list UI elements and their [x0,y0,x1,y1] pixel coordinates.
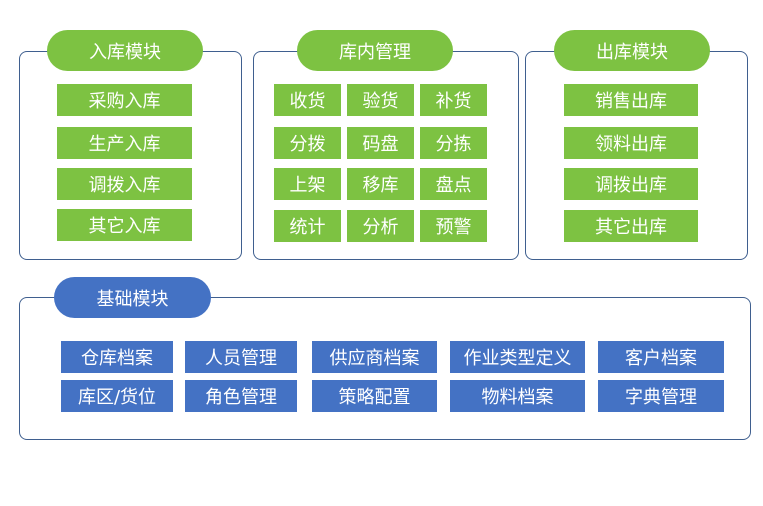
outbound-item-sales: 销售出库 [564,84,698,116]
basic-item-material-archive: 物料档案 [450,380,585,412]
warehouse-item-sort: 分拣 [420,127,487,159]
warehouse-item-statistics: 统计 [274,210,341,242]
warehouse-item-palletize: 码盘 [347,127,414,159]
inbound-module-title: 入库模块 [47,30,203,71]
outbound-item-transfer: 调拨出库 [564,168,698,200]
inbound-item-production: 生产入库 [57,127,192,159]
basic-item-area-location: 库区/货位 [61,380,173,412]
warehouse-module-title: 库内管理 [297,30,453,71]
outbound-item-other: 其它出库 [564,210,698,242]
warehouse-item-inspect: 验货 [347,84,414,116]
warehouse-item-analysis: 分析 [347,210,414,242]
warehouse-item-receive: 收货 [274,84,341,116]
basic-item-supplier-archive: 供应商档案 [312,341,437,373]
inbound-item-purchase: 采购入库 [57,84,192,116]
outbound-module-title: 出库模块 [554,30,710,71]
inbound-item-other: 其它入库 [57,209,192,241]
basic-item-operation-type: 作业类型定义 [450,341,585,373]
warehouse-item-stocktake: 盘点 [420,168,487,200]
basic-item-strategy: 策略配置 [312,380,437,412]
outbound-item-requisition: 领料出库 [564,127,698,159]
basic-item-warehouse-archive: 仓库档案 [61,341,173,373]
basic-item-personnel: 人员管理 [185,341,297,373]
inbound-item-transfer: 调拨入库 [57,168,192,200]
warehouse-item-distribute: 分拨 [274,127,341,159]
basic-item-customer-archive: 客户档案 [598,341,724,373]
warehouse-item-shelve: 上架 [274,168,341,200]
warehouse-item-alert: 预警 [420,210,487,242]
basic-module-title: 基础模块 [54,277,211,318]
warehouse-item-relocate: 移库 [347,168,414,200]
warehouse-item-replenish: 补货 [420,84,487,116]
basic-item-dictionary: 字典管理 [598,380,724,412]
basic-item-role: 角色管理 [185,380,297,412]
